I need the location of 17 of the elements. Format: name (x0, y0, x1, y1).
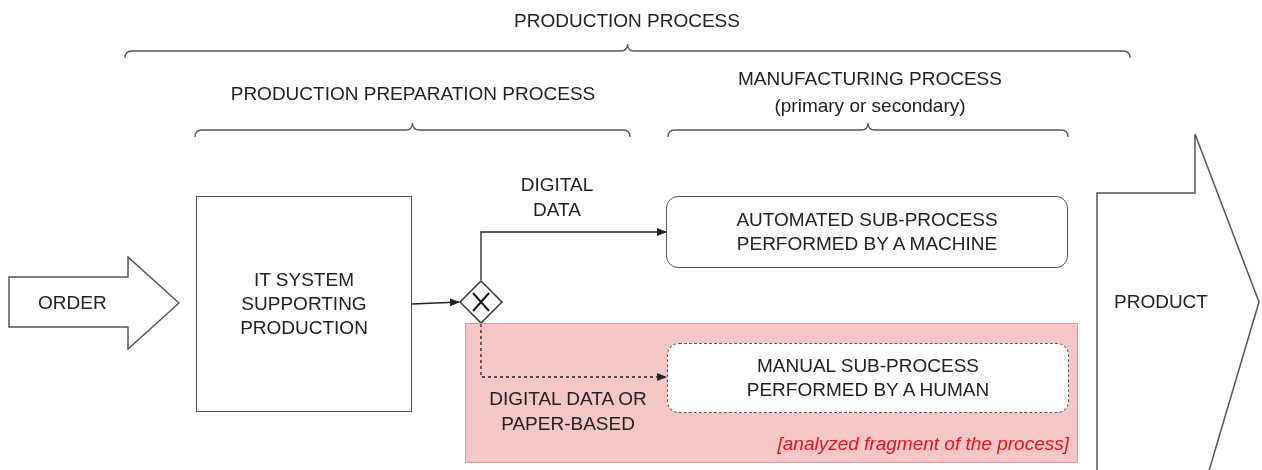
process-box: IT SYSTEM SUPPORTING PRODUCTION (196, 196, 412, 412)
section-heading: (primary or secondary) (774, 95, 966, 117)
section-heading: PRODUCTION PREPARATION PROCESS (230, 83, 596, 105)
arrow (480, 323, 667, 381)
block-arrow: PRODUCT (1096, 133, 1260, 470)
process-box: AUTOMATED SUB-PROCESS PERFORMED BY A MACHINE (666, 196, 1068, 268)
section-heading: PRODUCTION PROCESS (514, 10, 740, 32)
arrow (411, 298, 460, 307)
process-box: MANUAL SUB-PROCESS PERFORMED BY A HUMAN (667, 343, 1069, 413)
region-caption: [analyzed fragment of the process] (777, 432, 1069, 456)
arrow (480, 228, 667, 281)
highlighted-region (465, 323, 1078, 463)
block-arrow: ORDER (8, 256, 180, 350)
edge-label: DIGITAL DATA OR PAPER-BASED (488, 387, 648, 436)
edge-label: DIGITAL DATA (519, 173, 595, 222)
gateway-diamond (459, 280, 503, 324)
section-heading: MANUFACTURING PROCESS (738, 68, 1002, 90)
